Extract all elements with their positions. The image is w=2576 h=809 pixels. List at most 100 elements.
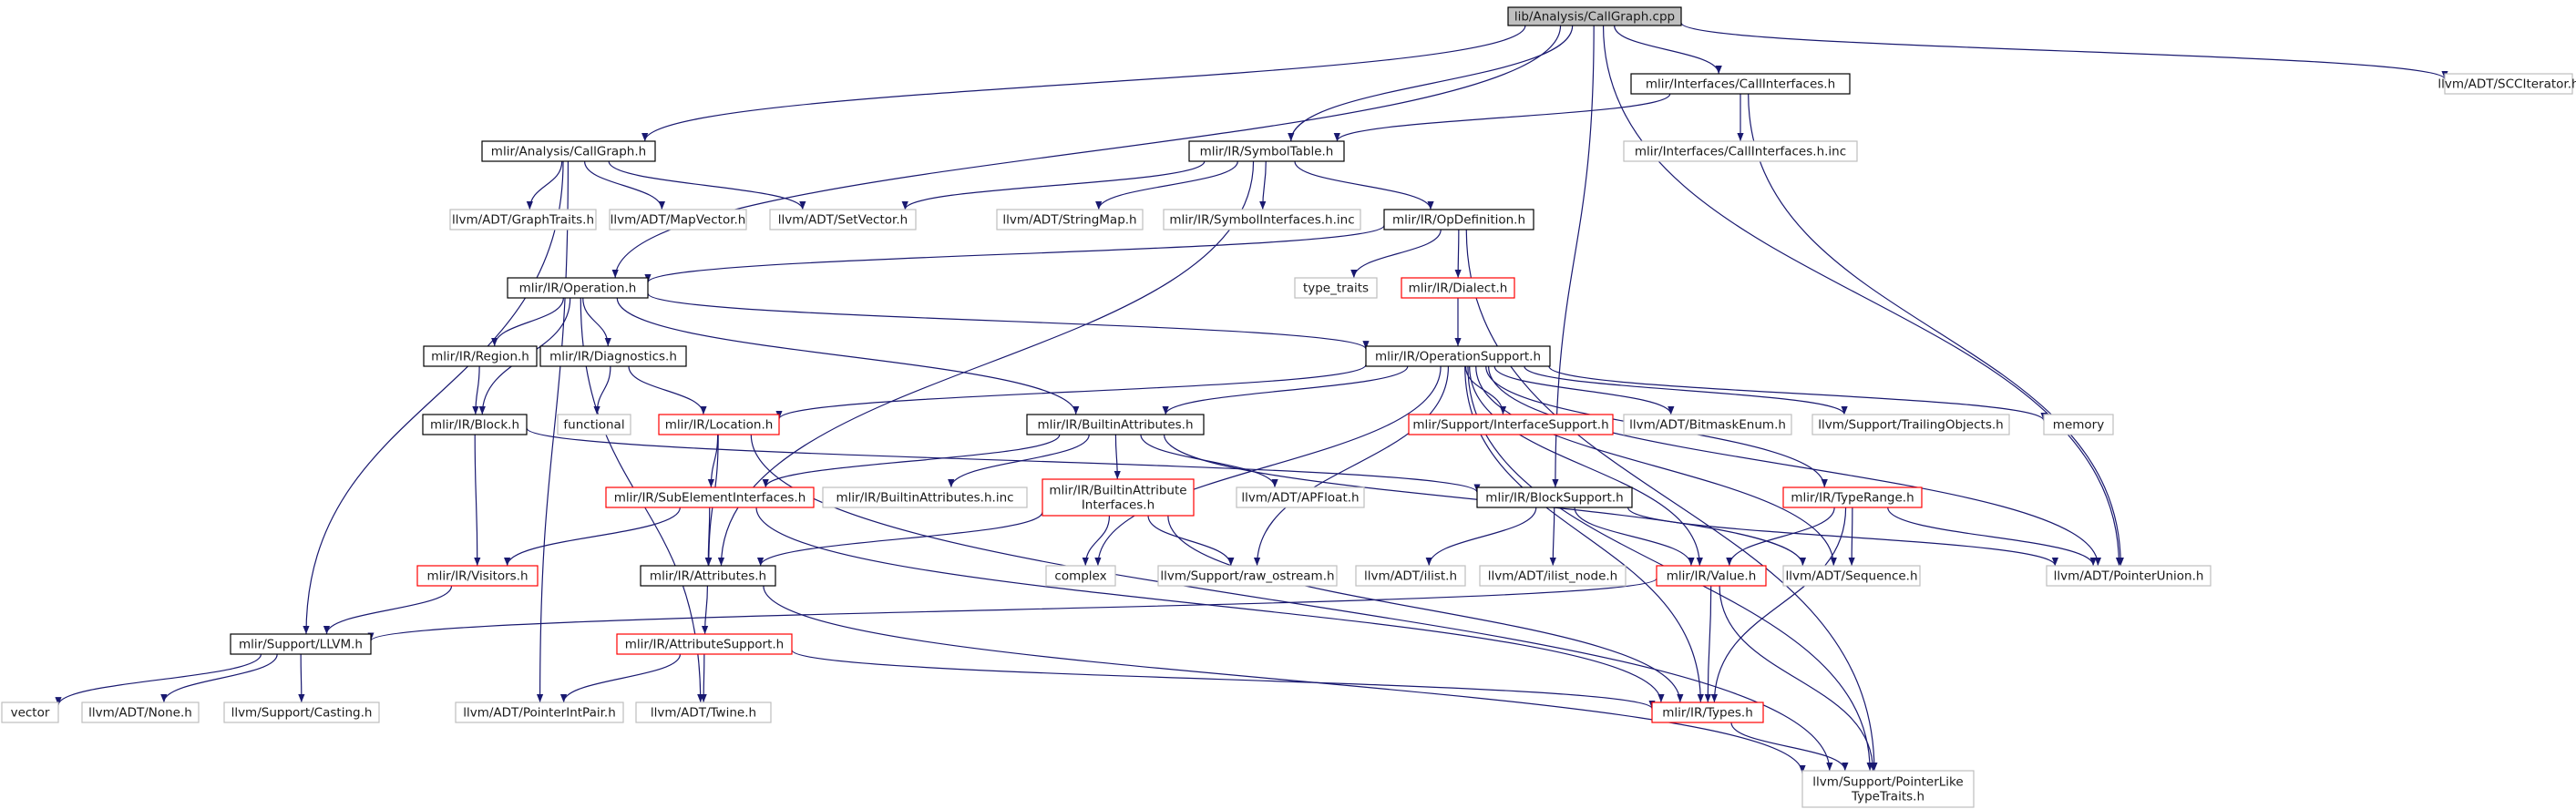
- edge-region-to-block: [472, 365, 480, 415]
- node-label: mlir/IR/Types.h: [1662, 706, 1753, 721]
- node-raw_ostream: llvm/Support/raw_ostream.h: [1157, 565, 1338, 587]
- node-types[interactable]: mlir/IR/Types.h: [1651, 701, 1764, 723]
- node-twine: llvm/ADT/Twine.h: [635, 701, 772, 723]
- node-label: llvm/ADT/None.h: [88, 706, 192, 721]
- node-box: [1408, 414, 1614, 435]
- edge-root-to-operation: [611, 25, 1562, 279]
- node-label: mlir/IR/Diagnostics.h: [549, 350, 677, 364]
- node-region[interactable]: mlir/IR/Region.h: [423, 345, 538, 367]
- node-box: [616, 633, 793, 655]
- node-symboltable[interactable]: mlir/IR/SymbolTable.h: [1188, 140, 1345, 162]
- edge-typerange-to-types: [1710, 507, 1847, 703]
- node-box: [1782, 565, 1921, 587]
- node-builtinattributes[interactable]: mlir/IR/BuiltinAttributes.h: [1026, 414, 1205, 435]
- node-box: [1476, 486, 1633, 508]
- node-label: mlir/IR/BuiltinAttribute: [1049, 484, 1186, 498]
- edge-subelementinterfaces-to-attributes: [704, 507, 712, 567]
- node-symbolinterfaces_inc: mlir/IR/SymbolInterfaces.h.inc: [1163, 209, 1361, 230]
- node-pointerintpair: llvm/ADT/PointerIntPair.h: [455, 701, 624, 723]
- edge-root-to-symboltable: [1288, 25, 1574, 142]
- node-opdefinition[interactable]: mlir/IR/OpDefinition.h: [1383, 209, 1534, 230]
- node-box: [1782, 486, 1923, 508]
- node-bitmaskenum: llvm/ADT/BitmaskEnum.h: [1623, 414, 1792, 435]
- node-diagnostics[interactable]: mlir/IR/Diagnostics.h: [539, 345, 687, 367]
- nodes-layer: lib/Analysis/CallGraph.cpp mlir/Interface…: [1, 6, 2576, 808]
- node-label: mlir/IR/Block.h: [430, 418, 519, 433]
- node-box: [422, 414, 528, 435]
- node-box: [1294, 277, 1378, 299]
- edge-operationsupport-to-trailingobjects: [1524, 365, 1848, 415]
- node-label: llvm/ADT/Twine.h: [651, 706, 756, 721]
- node-label: mlir/IR/BuiltinAttributes.h: [1037, 418, 1193, 433]
- node-block[interactable]: mlir/IR/Block.h: [422, 414, 528, 435]
- node-box: [1188, 140, 1345, 162]
- edge-builtinattributes-to-builtinattributeinterfaces: [1114, 434, 1121, 480]
- node-box: [1656, 565, 1767, 587]
- edge-operationsupport-to-value: [1469, 365, 1703, 567]
- node-callinterfaces[interactable]: mlir/Interfaces/CallInterfaces.h: [1630, 73, 1851, 95]
- node-box: [769, 209, 917, 230]
- node-label: mlir/IR/OpDefinition.h: [1392, 213, 1525, 228]
- node-blocksupport[interactable]: mlir/IR/BlockSupport.h: [1476, 486, 1633, 508]
- node-box: [423, 345, 538, 367]
- edge-builtinattributeinterfaces-to-raw_ostream: [1147, 515, 1235, 567]
- node-llvm_h[interactable]: mlir/Support/LLVM.h: [230, 633, 372, 655]
- node-label: mlir/IR/Region.h: [431, 350, 529, 364]
- node-box: [1801, 770, 1975, 808]
- edge-callgraph_h-to-mapvector: [584, 160, 665, 210]
- node-apfloat: llvm/ADT/APFloat.h: [1236, 486, 1365, 508]
- node-typerange[interactable]: mlir/IR/TypeRange.h: [1782, 486, 1923, 508]
- node-box: [1042, 478, 1195, 517]
- node-box: [1026, 414, 1205, 435]
- node-label: llvm/Support/raw_ostream.h: [1160, 569, 1334, 584]
- edge-callinterfaces-to-pointerunion: [1748, 93, 2124, 567]
- node-callgraph_h[interactable]: mlir/Analysis/CallGraph.h: [481, 140, 656, 162]
- node-box: [81, 701, 200, 723]
- node-dialect[interactable]: mlir/IR/Dialect.h: [1401, 277, 1515, 299]
- edge-symboltable-to-opdefinition: [1294, 160, 1434, 210]
- edge-root-to-pointerunion: [1602, 25, 2123, 567]
- node-attributes[interactable]: mlir/IR/Attributes.h: [640, 565, 776, 587]
- node-location[interactable]: mlir/IR/Location.h: [658, 414, 780, 435]
- node-interfacesupport[interactable]: mlir/Support/InterfaceSupport.h: [1408, 414, 1614, 435]
- node-box: [658, 414, 780, 435]
- node-graphtraits: llvm/ADT/GraphTraits.h: [449, 209, 597, 230]
- edge-typerange-to-pointerunion: [1887, 507, 2097, 567]
- node-attributesupport[interactable]: mlir/IR/AttributeSupport.h: [616, 633, 793, 655]
- node-callinterfaces_inc: mlir/Interfaces/CallInterfaces.h.inc: [1623, 140, 1858, 162]
- node-label: llvm/ADT/Sequence.h: [1785, 569, 1917, 584]
- edge-block-to-blocksupport: [526, 427, 1481, 493]
- node-box: [609, 209, 747, 230]
- edge-operationsupport-to-sequence: [1475, 365, 1837, 567]
- node-subelementinterfaces[interactable]: mlir/IR/SubElementInterfaces.h: [605, 486, 815, 508]
- node-label: llvm/ADT/StringMap.h: [1002, 213, 1136, 228]
- node-label: mlir/IR/AttributeSupport.h: [625, 638, 785, 652]
- edge-llvm_h-to-vector: [55, 653, 262, 706]
- edge-attributesupport-to-types: [791, 650, 1656, 710]
- node-root[interactable]: lib/Analysis/CallGraph.cpp: [1507, 6, 1682, 26]
- edge-diagnostics-to-location: [628, 365, 707, 415]
- node-operation[interactable]: mlir/IR/Operation.h: [507, 277, 649, 299]
- node-box: [1045, 565, 1116, 587]
- edge-operationsupport-to-raw_ostream: [1253, 365, 1450, 567]
- node-label: mlir/IR/OperationSupport.h: [1375, 350, 1541, 364]
- node-label: llvm/ADT/SCCIterator.h: [2437, 77, 2576, 92]
- node-visitors[interactable]: mlir/IR/Visitors.h: [416, 565, 539, 587]
- node-operationsupport[interactable]: mlir/IR/OperationSupport.h: [1365, 345, 1551, 367]
- node-box: [605, 486, 815, 508]
- node-label: functional: [563, 418, 624, 433]
- node-box: [1630, 73, 1851, 95]
- node-memory: memory: [2043, 414, 2114, 435]
- node-label: mlir/IR/Visitors.h: [426, 569, 528, 584]
- node-ilist_node: llvm/ADT/ilist_node.h: [1479, 565, 1627, 587]
- edge-attributes-to-attributesupport: [701, 585, 709, 635]
- node-stringmap: llvm/ADT/StringMap.h: [996, 209, 1144, 230]
- node-label: llvm/Support/PointerLike: [1812, 775, 1963, 790]
- node-label: mlir/Support/LLVM.h: [239, 638, 363, 652]
- node-value[interactable]: mlir/IR/Value.h: [1656, 565, 1767, 587]
- node-box: [635, 701, 772, 723]
- edge-visitors-to-llvm_h: [323, 585, 453, 635]
- edge-blocksupport-to-ilist_node: [1549, 507, 1556, 567]
- node-type_traits: type_traits: [1294, 277, 1378, 299]
